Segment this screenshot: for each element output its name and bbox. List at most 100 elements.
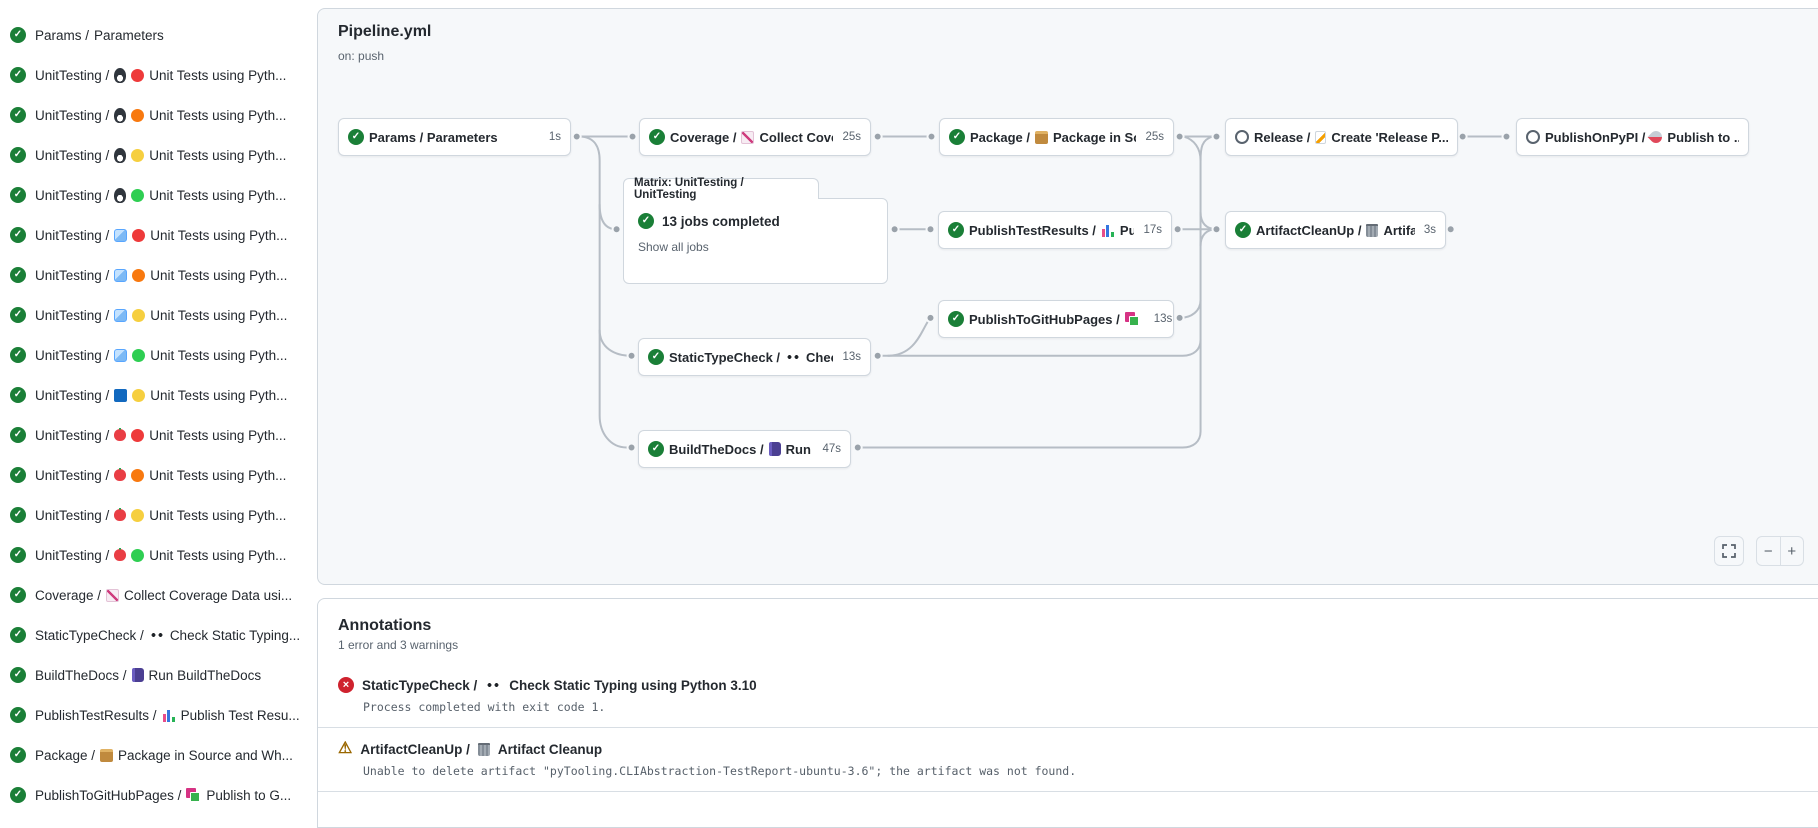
graph-node-acu[interactable]: ✓ ArtifactCleanUp / Artifac... 3s <box>1225 211 1446 249</box>
annotations-panel: Annotations 1 error and 3 warnings × Sta… <box>317 598 1818 828</box>
error-icon: × <box>338 677 354 693</box>
success-check-icon: ✓ <box>10 147 26 163</box>
sidebar-item-unittesting[interactable]: ✓ UnitTesting /Unit Tests using Pyth... <box>0 415 312 455</box>
sidebar-item-buildthedocs[interactable]: ✓ BuildTheDocs /Run BuildTheDocs <box>0 655 312 695</box>
graph-node-ptghp[interactable]: ✓ PublishToGitHubPages / ... 13s <box>938 300 1174 338</box>
node-duration: 25s <box>842 131 861 143</box>
dot-yellow-icon <box>131 508 145 522</box>
sidebar-item-publishtogithubpages[interactable]: ✓ PublishToGitHubPages /Publish to G... <box>0 775 312 815</box>
bluesq-icon <box>114 388 128 402</box>
sidebar-item-unittesting[interactable]: ✓ UnitTesting /Unit Tests using Pyth... <box>0 335 312 375</box>
penguin-icon <box>114 187 127 203</box>
dot-yellow-icon <box>131 148 145 162</box>
sidebar-item-package[interactable]: ✓ Package /Package in Source and Wh... <box>0 735 312 775</box>
dot-orange-icon <box>132 268 146 282</box>
eyes-icon <box>485 680 502 690</box>
success-check-icon: ✓ <box>10 627 26 643</box>
fullscreen-icon <box>1722 544 1736 558</box>
zoom-in-button[interactable]: + <box>1780 536 1804 566</box>
graph-node-pypi[interactable]: PublishOnPyPI / Publish to ... <box>1516 118 1749 156</box>
sidebar-item-unittesting[interactable]: ✓ UnitTesting /Unit Tests using Pyth... <box>0 375 312 415</box>
book-icon <box>768 442 781 456</box>
success-check-icon: ✓ <box>10 667 26 683</box>
sidebar-item-unittesting[interactable]: ✓ UnitTesting /Unit Tests using Pyth... <box>0 95 312 135</box>
sidebar-job-label: UnitTesting /Unit Tests using Pyth... <box>35 427 287 443</box>
trash-icon <box>477 742 490 756</box>
success-check-icon: ✓ <box>10 547 26 563</box>
matrix-card[interactable]: ✓ 13 jobs completed Show all jobs <box>623 198 888 284</box>
success-check-icon: ✓ <box>949 129 965 145</box>
sidebar-job-label: UnitTesting /Unit Tests using Pyth... <box>35 507 287 523</box>
graph-node-params[interactable]: ✓ Params / Parameters 1s <box>338 118 571 156</box>
success-check-icon: ✓ <box>10 747 26 763</box>
sidebar-job-label: UnitTesting /Unit Tests using Pyth... <box>35 67 287 83</box>
success-check-icon: ✓ <box>10 107 26 123</box>
fullscreen-button[interactable] <box>1714 536 1744 566</box>
chart-icon <box>106 588 120 602</box>
success-check-icon: ✓ <box>10 187 26 203</box>
sidebar-job-label: UnitTesting /Unit Tests using Pyth... <box>35 187 287 203</box>
success-check-icon: ✓ <box>10 787 26 803</box>
show-all-jobs-link[interactable]: Show all jobs <box>638 240 709 254</box>
graph-node-btd[interactable]: ✓ BuildTheDocs / Run Buil... 47s <box>638 430 851 468</box>
zoom-out-button[interactable]: − <box>1756 536 1781 566</box>
dot-yellow-icon <box>132 388 146 402</box>
success-check-icon: ✓ <box>1235 222 1251 238</box>
sidebar-item-params[interactable]: ✓ Params /Parameters <box>0 15 312 55</box>
sidebar-item-unittesting[interactable]: ✓ UnitTesting /Unit Tests using Pyth... <box>0 255 312 295</box>
graph-node-stc[interactable]: ✓ StaticTypeCheck / Chec... 13s <box>638 338 871 376</box>
layers-icon <box>1124 311 1140 327</box>
apple-icon <box>114 547 127 561</box>
dot-green-icon <box>131 188 145 202</box>
dot-red-icon <box>131 68 145 82</box>
sidebar-item-unittesting[interactable]: ✓ UnitTesting /Unit Tests using Pyth... <box>0 535 312 575</box>
sidebar-item-publishtestresults[interactable]: ✓ PublishTestResults /Publish Test Resu.… <box>0 695 312 735</box>
node-duration: 13s <box>1153 313 1173 325</box>
node-duration: 13s <box>842 351 861 363</box>
skipped-circle-icon <box>1235 130 1249 144</box>
sidebar-job-label: PublishToGitHubPages /Publish to G... <box>35 787 292 803</box>
sidebar-job-label: UnitTesting /Unit Tests using Pyth... <box>35 387 288 403</box>
ice-icon <box>114 268 128 282</box>
sidebar-job-label: Coverage /Collect Coverage Data usi... <box>35 587 293 603</box>
sidebar-item-unittesting[interactable]: ✓ UnitTesting /Unit Tests using Pyth... <box>0 295 312 335</box>
graph-node-package[interactable]: ✓ Package / Package in So... 25s <box>939 118 1174 156</box>
sidebar-item-unittesting[interactable]: ✓ UnitTesting /Unit Tests using Pyth... <box>0 175 312 215</box>
graph-node-release[interactable]: Release / Create 'Release P... <box>1225 118 1458 156</box>
sidebar-item-coverage[interactable]: ✓ Coverage /Collect Coverage Data usi... <box>0 575 312 615</box>
ice-icon <box>114 348 128 362</box>
sidebar-job-label: StaticTypeCheck /Check Static Typing... <box>35 627 301 643</box>
graph-node-ptr[interactable]: ✓ PublishTestResults / Pu... 17s <box>938 211 1172 249</box>
penguin-icon <box>114 147 127 163</box>
sidebar-job-label: UnitTesting /Unit Tests using Pyth... <box>35 227 288 243</box>
sidebar-job-label: UnitTesting /Unit Tests using Pyth... <box>35 547 287 563</box>
package-icon <box>1035 130 1048 144</box>
sidebar-item-unittesting[interactable]: ✓ UnitTesting /Unit Tests using Pyth... <box>0 455 312 495</box>
trash-icon <box>1366 223 1379 237</box>
sidebar-item-unittesting[interactable]: ✓ UnitTesting /Unit Tests using Pyth... <box>0 495 312 535</box>
sidebar-job-label: UnitTesting /Unit Tests using Pyth... <box>35 467 287 483</box>
apple-icon <box>114 427 127 441</box>
dot-red-icon <box>131 428 145 442</box>
sidebar-item-unittesting[interactable]: ✓ UnitTesting /Unit Tests using Pyth... <box>0 55 312 95</box>
penguin-icon <box>114 107 127 123</box>
barchart-icon <box>161 708 176 722</box>
apple-icon <box>114 507 127 521</box>
success-check-icon: ✓ <box>10 307 26 323</box>
annotation-row: × StaticTypeCheck / Check Static Typing … <box>318 664 1818 728</box>
layers-icon <box>186 787 201 803</box>
success-check-icon: ✓ <box>10 227 26 243</box>
success-check-icon: ✓ <box>10 27 26 43</box>
annotation-title[interactable]: × StaticTypeCheck / Check Static Typing … <box>338 677 1805 693</box>
dot-green-icon <box>131 548 145 562</box>
success-check-icon: ✓ <box>648 441 664 457</box>
sidebar-job-label: UnitTesting /Unit Tests using Pyth... <box>35 347 288 363</box>
sidebar-item-unittesting[interactable]: ✓ UnitTesting /Unit Tests using Pyth... <box>0 135 312 175</box>
dot-red-icon <box>132 228 146 242</box>
sidebar-item-unittesting[interactable]: ✓ UnitTesting /Unit Tests using Pyth... <box>0 215 312 255</box>
graph-node-coverage[interactable]: ✓ Coverage / Collect Cove... 25s <box>639 118 871 156</box>
eyes-icon <box>785 352 802 362</box>
dot-orange-icon <box>131 468 145 482</box>
sidebar-item-statictypecheck[interactable]: ✓ StaticTypeCheck /Check Static Typing..… <box>0 615 312 655</box>
annotation-title[interactable]: ⚠ ArtifactCleanUp / Artifact Cleanup <box>338 740 603 757</box>
